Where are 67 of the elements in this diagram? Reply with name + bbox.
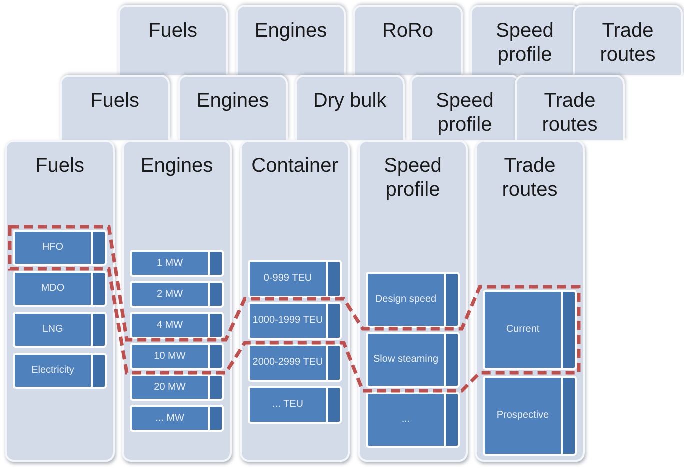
option-block xyxy=(366,332,460,388)
option-block xyxy=(13,312,107,348)
category-card xyxy=(515,75,625,140)
card-heading: Speed profile xyxy=(435,89,495,137)
card-heading: Engines xyxy=(196,89,270,113)
option-block xyxy=(13,353,107,389)
option-label: 20 MW xyxy=(154,382,186,394)
option-label: LNG xyxy=(42,324,64,336)
option-block xyxy=(130,312,224,339)
category-card xyxy=(410,75,520,140)
card-heading: Dry bulk xyxy=(312,89,388,113)
option-label: 1000-1999 TEU xyxy=(252,315,324,327)
card-heading: Trade routes xyxy=(599,19,657,67)
card-heading: Fuels xyxy=(34,154,86,178)
option-label: ... MW xyxy=(156,412,184,424)
option-block xyxy=(248,344,342,382)
category-card xyxy=(60,75,170,140)
category-card xyxy=(5,140,115,462)
category-card xyxy=(353,5,463,75)
card-heading: Trade routes xyxy=(501,154,559,202)
category-card xyxy=(240,140,350,462)
option-label: Electricity xyxy=(32,365,74,377)
option-label: Design speed xyxy=(375,294,437,306)
option-label: ... xyxy=(402,414,410,426)
option-label: MDO xyxy=(41,283,65,295)
option-block xyxy=(130,343,224,370)
card-heading: Engines xyxy=(254,19,328,43)
option-label: 1 MW xyxy=(156,258,184,270)
option-block xyxy=(13,271,107,307)
option-block xyxy=(483,290,577,370)
option-block xyxy=(248,386,342,424)
card-heading: Speed profile xyxy=(495,19,555,67)
option-label: Slow steaming xyxy=(373,354,439,366)
category-card xyxy=(358,140,468,462)
category-card xyxy=(122,140,232,462)
option-block xyxy=(130,405,224,432)
card-heading: Container xyxy=(250,154,340,178)
option-label: Prospective xyxy=(496,410,550,422)
option-block xyxy=(130,281,224,308)
category-card xyxy=(295,75,405,140)
option-block xyxy=(366,272,460,328)
option-label: ... TEU xyxy=(272,399,304,411)
option-label: 4 MW xyxy=(156,320,184,332)
category-card xyxy=(475,140,585,462)
card-heading: Fuels xyxy=(90,89,140,113)
option-block xyxy=(248,302,342,340)
option-label: HFO xyxy=(42,242,64,254)
option-label: 0-999 TEU xyxy=(264,273,312,285)
card-heading: Trade routes xyxy=(541,89,599,137)
option-label: 2 MW xyxy=(156,288,184,300)
option-block xyxy=(366,392,460,448)
category-card xyxy=(178,75,288,140)
option-block xyxy=(483,376,577,456)
option-block xyxy=(130,374,224,401)
option-block xyxy=(13,230,107,266)
category-card xyxy=(573,5,683,75)
option-label: Current xyxy=(506,324,540,336)
card-heading: RoRo xyxy=(381,19,435,43)
category-card xyxy=(236,5,346,75)
option-block xyxy=(130,250,224,277)
card-heading: Engines xyxy=(140,154,214,178)
category-card xyxy=(118,5,228,75)
card-heading: Fuels xyxy=(148,19,198,43)
option-label: 2000-2999 TEU xyxy=(252,357,324,369)
card-heading: Speed profile xyxy=(383,154,443,202)
option-block xyxy=(248,260,342,298)
option-label: 10 MW xyxy=(154,350,186,362)
